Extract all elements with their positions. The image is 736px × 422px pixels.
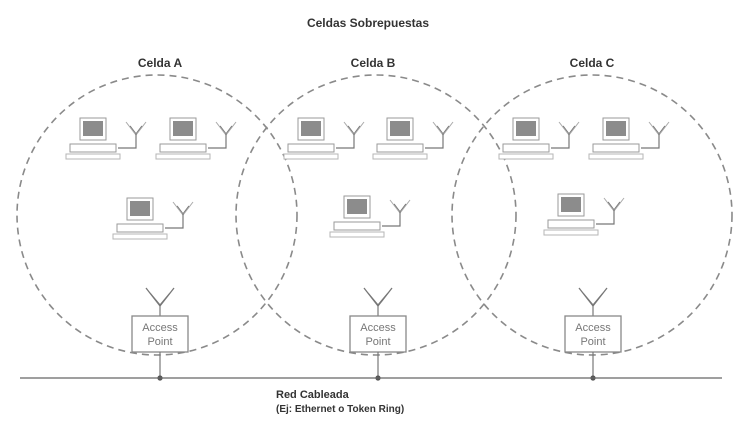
workstation-icon [543,193,625,236]
cell-a-circle [16,74,298,356]
access-point-label: Access [575,322,611,334]
antenna-icon [145,287,175,308]
workstation-icon [588,117,670,160]
access-point-c: Access Point [564,287,622,381]
workstation-icon [112,197,194,240]
access-points: Access Point Access Point Access Point [131,287,622,381]
antenna-icon [363,287,393,308]
workstation-icon [65,117,147,160]
access-point-label: Point [365,336,390,348]
cell-b-label: Celda B [351,56,396,70]
access-point-a: Access Point [131,287,189,381]
access-point-label: Point [147,336,172,348]
antenna-icon [578,287,608,308]
cell-c-label: Celda C [570,56,615,70]
network-sublabel: (Ej: Ethernet o Token Ring) [276,404,404,415]
cell-c-circle [451,74,733,356]
workstation-icon [498,117,580,160]
workstation-icon [155,117,237,160]
access-point-label: Access [360,322,396,334]
cell-circles [16,74,733,356]
access-point-b: Access Point [349,287,407,381]
workstations [65,117,670,240]
network-label: Red Cableada [276,389,350,401]
cell-b-circle [235,74,517,356]
workstation-icon [329,195,411,238]
access-point-label: Point [580,336,605,348]
diagram-title: Celdas Sobrepuestas [307,16,429,30]
workstation-icon [372,117,454,160]
cell-a-label: Celda A [138,56,183,70]
access-point-label: Access [142,322,178,334]
workstation-icon [283,117,365,160]
